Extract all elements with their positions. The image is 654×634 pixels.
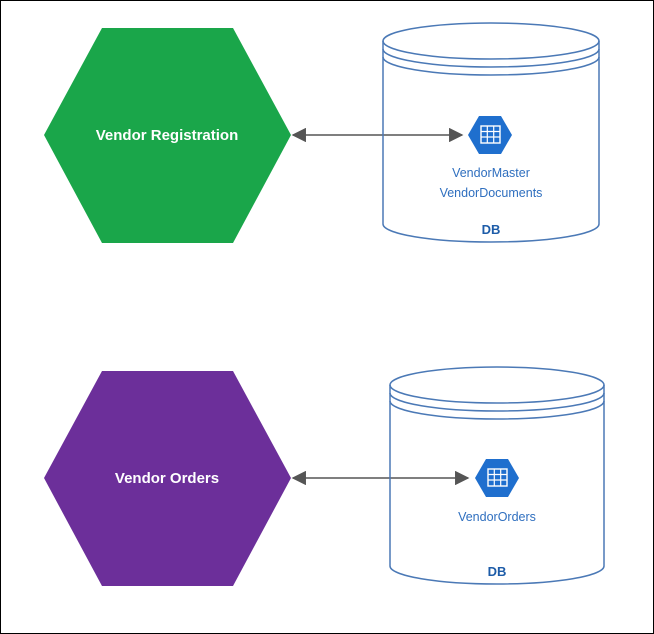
database-cylinder-1[interactable]: [382, 22, 600, 243]
table-name-vendororders: VendorOrders: [458, 510, 536, 524]
vendor-registration-hexagon[interactable]: [44, 28, 291, 243]
table-icon: [475, 459, 519, 497]
db-label: DB: [488, 564, 507, 579]
table-name-vendormaster: VendorMaster: [452, 166, 530, 180]
db-label: DB: [482, 222, 501, 237]
vendor-registration-label: Vendor Registration: [96, 127, 239, 144]
database-cylinder-2[interactable]: [389, 366, 605, 585]
vendor-orders-label: Vendor Orders: [115, 470, 219, 487]
vendor-orders-hexagon[interactable]: [44, 371, 291, 586]
table-name-vendordocuments: VendorDocuments: [440, 186, 543, 200]
table-icon: [468, 116, 512, 154]
